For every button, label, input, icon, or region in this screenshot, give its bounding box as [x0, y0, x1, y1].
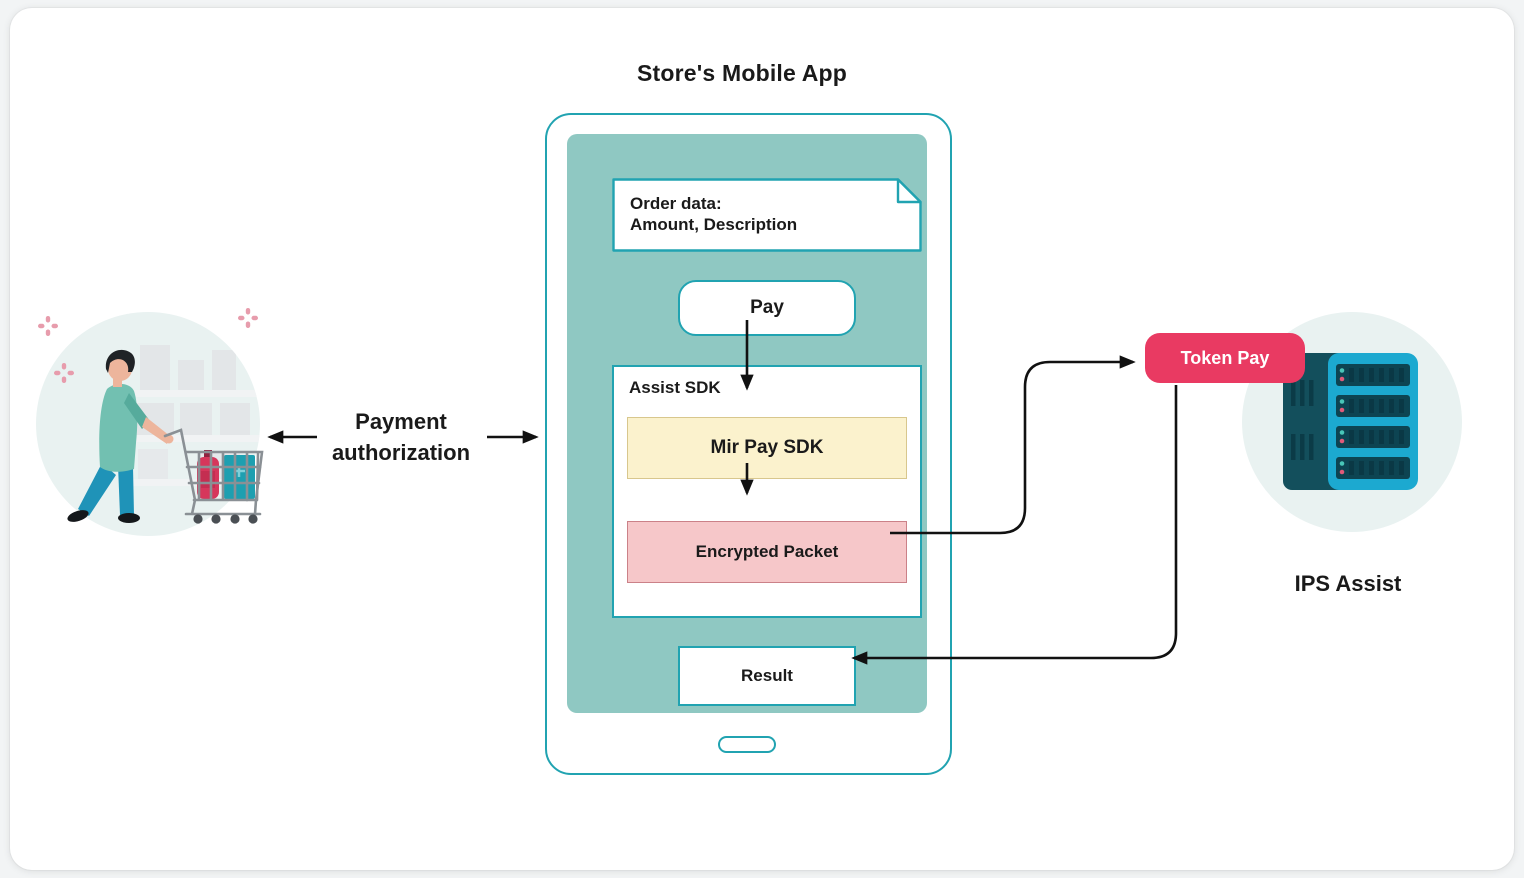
shopping-cart-icon: [163, 428, 264, 524]
result-box: Result: [678, 646, 856, 706]
order-data-line2: Amount, Description: [630, 215, 798, 234]
shopper-cart-illustration: [36, 308, 264, 536]
encrypted-packet-box: Encrypted Packet: [627, 521, 907, 583]
order-data-line1: Order data:: [630, 194, 722, 213]
sparkle-icon: [38, 316, 58, 336]
document-folded-corner-icon: [612, 178, 922, 252]
phone-screen: Order data: Amount, Description Pay Assi…: [567, 134, 927, 713]
payment-authorization-label: Payment authorization: [331, 409, 471, 465]
phone-frame: Order data: Amount, Description Pay Assi…: [545, 113, 952, 775]
ips-assist-label: IPS Assist: [1294, 571, 1402, 596]
assist-sdk-box: Assist SDK Mir Pay SDK Encrypted Packet: [612, 365, 922, 618]
pay-button: Pay: [678, 280, 856, 336]
mir-pay-sdk-box: Mir Pay SDK: [627, 417, 907, 479]
assist-sdk-label: Assist SDK: [629, 378, 721, 397]
server-icon: [1283, 353, 1418, 490]
order-data-box: Order data: Amount, Description: [612, 178, 922, 252]
person-icon: [67, 349, 174, 523]
page-title: Store's Mobile App: [636, 60, 848, 86]
token-pay-badge: Token Pay: [1145, 333, 1305, 383]
home-button-icon: [718, 736, 776, 753]
sparkle-icon: [238, 308, 258, 328]
